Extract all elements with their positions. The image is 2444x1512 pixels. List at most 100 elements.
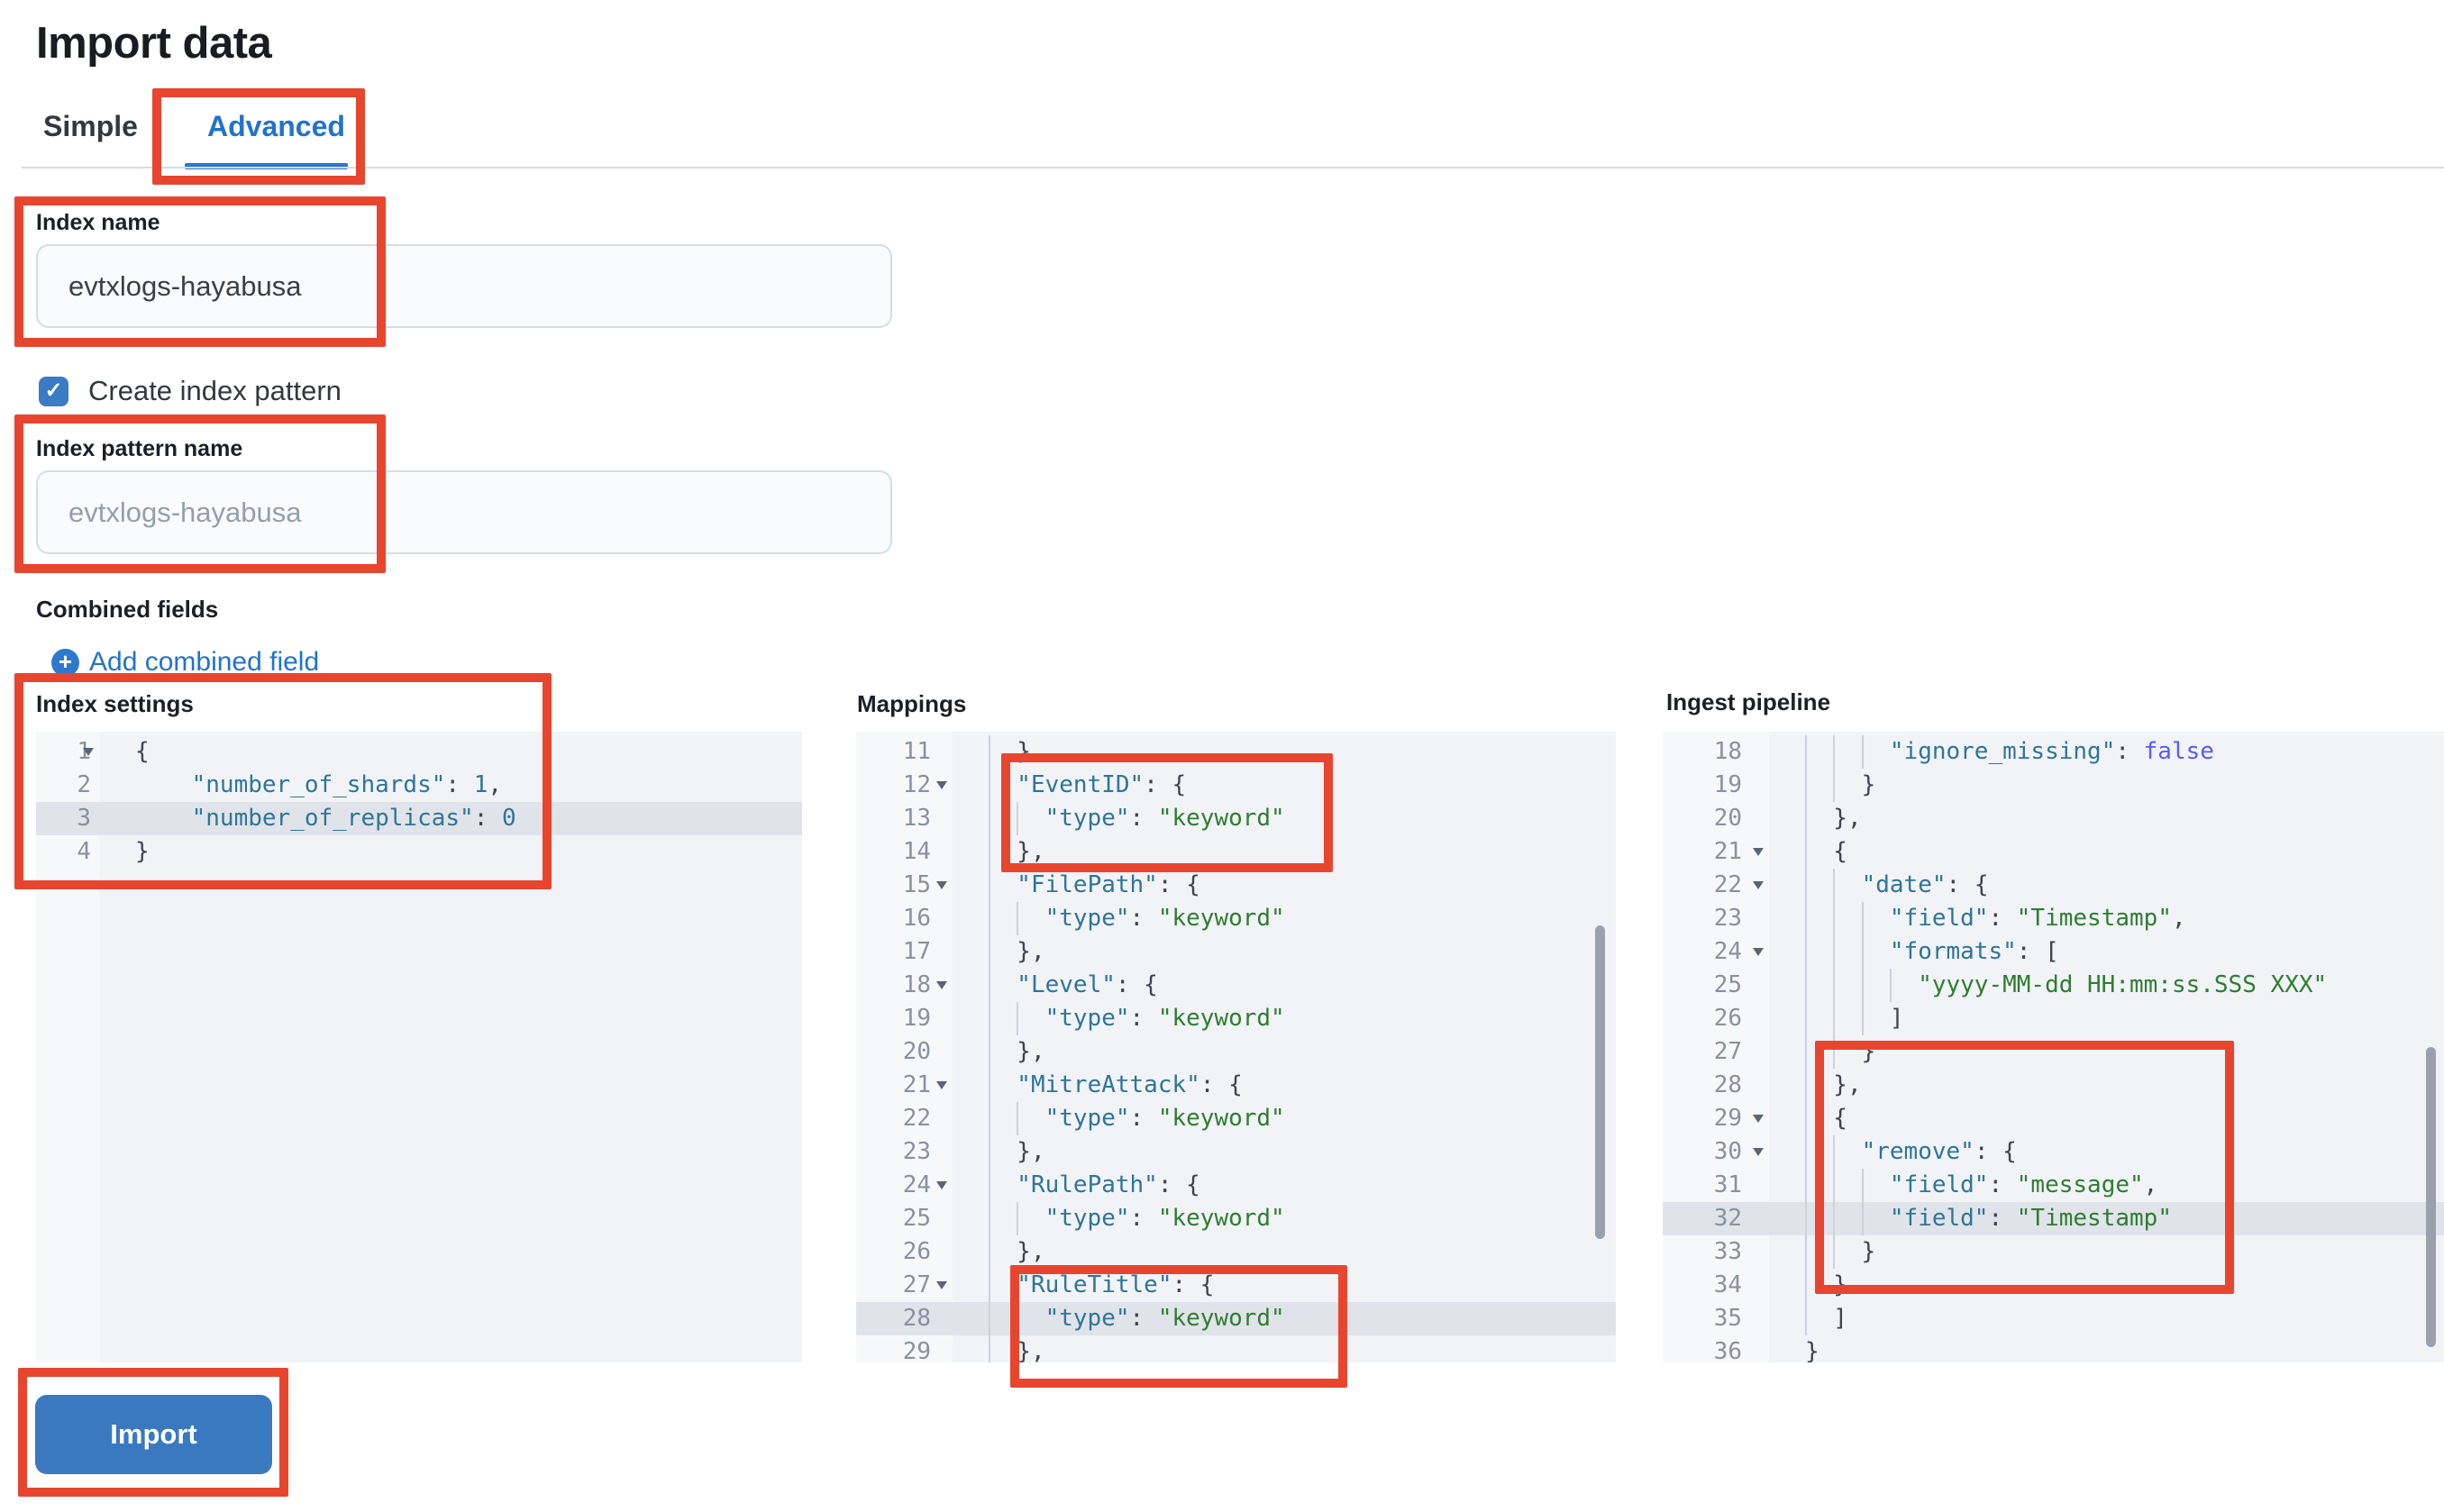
code-text: },: [953, 835, 1045, 869]
code-line[interactable]: 13"type": "keyword": [856, 802, 1616, 835]
code-line[interactable]: 36}: [1663, 1335, 2444, 1362]
line-number: 24: [1663, 935, 1769, 969]
code-token-pun: },: [1017, 1238, 1045, 1265]
add-combined-field-link[interactable]: + Add combined field: [51, 647, 319, 678]
code-line-active[interactable]: 3 "number_of_replicas": 0: [36, 802, 802, 835]
line-number: 26: [902, 1238, 931, 1265]
code-line[interactable]: 1{: [36, 735, 802, 769]
code-line[interactable]: 20},: [1663, 802, 2444, 835]
code-text: "type": "keyword": [953, 1202, 1285, 1235]
line-number: 27: [856, 1269, 953, 1302]
code-line[interactable]: 21"MitreAttack": {: [856, 1069, 1616, 1102]
code-token-pun: },: [1833, 805, 1862, 832]
code-token-pun: }: [1861, 1038, 1876, 1065]
ingest-scrollbar-thumb[interactable]: [2426, 1047, 2436, 1347]
code-line[interactable]: 21{: [1663, 835, 2444, 869]
index-settings-editor[interactable]: 1{2 "number_of_shards": 1,3 "number_of_r…: [36, 732, 802, 1362]
code-line[interactable]: 4}: [36, 835, 802, 869]
code-line[interactable]: 24"RulePath": {: [856, 1169, 1616, 1202]
code-line[interactable]: 18"Level": {: [856, 969, 1616, 1002]
code-text: },: [1769, 802, 1862, 835]
code-line[interactable]: 22"type": "keyword": [856, 1102, 1616, 1135]
fold-arrow-icon[interactable]: [936, 1281, 947, 1289]
code-token-pun: : {: [1157, 871, 1200, 898]
index-name-label: Index name: [36, 210, 160, 235]
code-line[interactable]: 20},: [856, 1035, 1616, 1069]
code-text: "ignore_missing": false: [1769, 735, 2214, 769]
code-token-pun: : [: [2016, 938, 2059, 965]
create-index-pattern-checkbox[interactable]: ✓: [39, 376, 68, 406]
fold-arrow-icon[interactable]: [936, 1181, 947, 1189]
code-line[interactable]: 29{: [1663, 1102, 2444, 1135]
line-number: 22: [902, 1105, 931, 1132]
tab-advanced[interactable]: Advanced: [207, 110, 345, 142]
code-token-pun: },: [1017, 1338, 1045, 1362]
code-line[interactable]: 2 "number_of_shards": 1,: [36, 769, 802, 802]
indent-guide: [1833, 735, 1861, 769]
code-line[interactable]: 11},: [856, 735, 1616, 769]
code-line[interactable]: 17},: [856, 935, 1616, 969]
tab-simple[interactable]: Simple: [43, 110, 138, 142]
create-index-pattern-label: Create index pattern: [88, 375, 342, 406]
code-line[interactable]: 30"remove": {: [1663, 1135, 2444, 1169]
code-token-str: "message": [2016, 1171, 2144, 1198]
line-number: 31: [1713, 1171, 1742, 1198]
code-line[interactable]: 12"EventID": {: [856, 769, 1616, 802]
code-line[interactable]: 16"type": "keyword": [856, 902, 1616, 935]
fold-arrow-icon[interactable]: [1753, 848, 1764, 856]
indent-guide: [989, 802, 1017, 835]
fold-arrow-icon[interactable]: [1753, 948, 1764, 956]
code-token-pun: ,: [2171, 905, 2186, 932]
fold-arrow-icon[interactable]: [936, 781, 947, 789]
code-line[interactable]: 23},: [856, 1135, 1616, 1169]
code-line[interactable]: 22"date": {: [1663, 869, 2444, 902]
code-line-active[interactable]: 28"type": "keyword": [856, 1302, 1616, 1335]
code-token-key: "type": [1044, 1105, 1130, 1132]
fold-arrow-icon[interactable]: [83, 748, 94, 756]
code-line[interactable]: 25"type": "keyword": [856, 1202, 1616, 1235]
fold-arrow-icon[interactable]: [936, 881, 947, 889]
fold-arrow-icon[interactable]: [936, 981, 947, 989]
fold-arrow-icon[interactable]: [1753, 881, 1764, 889]
plus-circle-icon: +: [51, 648, 79, 677]
code-token-pun: {: [135, 738, 150, 765]
code-line[interactable]: 19}: [1663, 769, 2444, 802]
code-line[interactable]: 14},: [856, 835, 1616, 869]
code-line[interactable]: 33}: [1663, 1235, 2444, 1269]
code-line[interactable]: 28},: [1663, 1069, 2444, 1102]
index-name-input[interactable]: [36, 244, 892, 328]
code-line[interactable]: 15"FilePath": {: [856, 869, 1616, 902]
line-number: 20: [902, 1038, 931, 1065]
fold-arrow-icon[interactable]: [1753, 1115, 1764, 1123]
code-text: "EventID": {: [953, 769, 1186, 802]
code-line[interactable]: 18"ignore_missing": false: [1663, 735, 2444, 769]
mappings-label: Mappings: [857, 690, 967, 717]
mappings-scrollbar-thumb[interactable]: [1595, 925, 1605, 1239]
code-line[interactable]: 19"type": "keyword": [856, 1002, 1616, 1035]
code-line-active[interactable]: 32"field": "Timestamp": [1663, 1202, 2444, 1235]
index-pattern-name-input[interactable]: [36, 470, 892, 554]
indent-guide: [989, 869, 1017, 902]
checkmark-icon: ✓: [44, 378, 63, 403]
fold-arrow-icon[interactable]: [1753, 1148, 1764, 1156]
import-button[interactable]: Import: [35, 1395, 272, 1474]
code-line[interactable]: 27"RuleTitle": {: [856, 1269, 1616, 1302]
code-line[interactable]: 23"field": "Timestamp",: [1663, 902, 2444, 935]
code-token-sp: [135, 771, 192, 798]
code-line[interactable]: 31"field": "message",: [1663, 1169, 2444, 1202]
code-line[interactable]: 24"formats": [: [1663, 935, 2444, 969]
code-text: },: [953, 935, 1045, 969]
code-line[interactable]: 29},: [856, 1335, 1616, 1362]
code-line[interactable]: 25"yyyy-MM-dd HH:mm:ss.SSS XXX": [1663, 969, 2444, 1002]
code-line[interactable]: 26},: [856, 1235, 1616, 1269]
code-line[interactable]: 26]: [1663, 1002, 2444, 1035]
fold-arrow-icon[interactable]: [936, 1081, 947, 1089]
code-token-pun: },: [1017, 1038, 1045, 1065]
code-text: {: [1769, 1102, 1847, 1135]
code-line[interactable]: 34}: [1663, 1269, 2444, 1302]
code-line[interactable]: 35]: [1663, 1302, 2444, 1335]
code-line[interactable]: 27}: [1663, 1035, 2444, 1069]
indent-guide: [1805, 835, 1833, 869]
mappings-editor[interactable]: 11},12"EventID": {13"type": "keyword"14}…: [856, 732, 1616, 1362]
